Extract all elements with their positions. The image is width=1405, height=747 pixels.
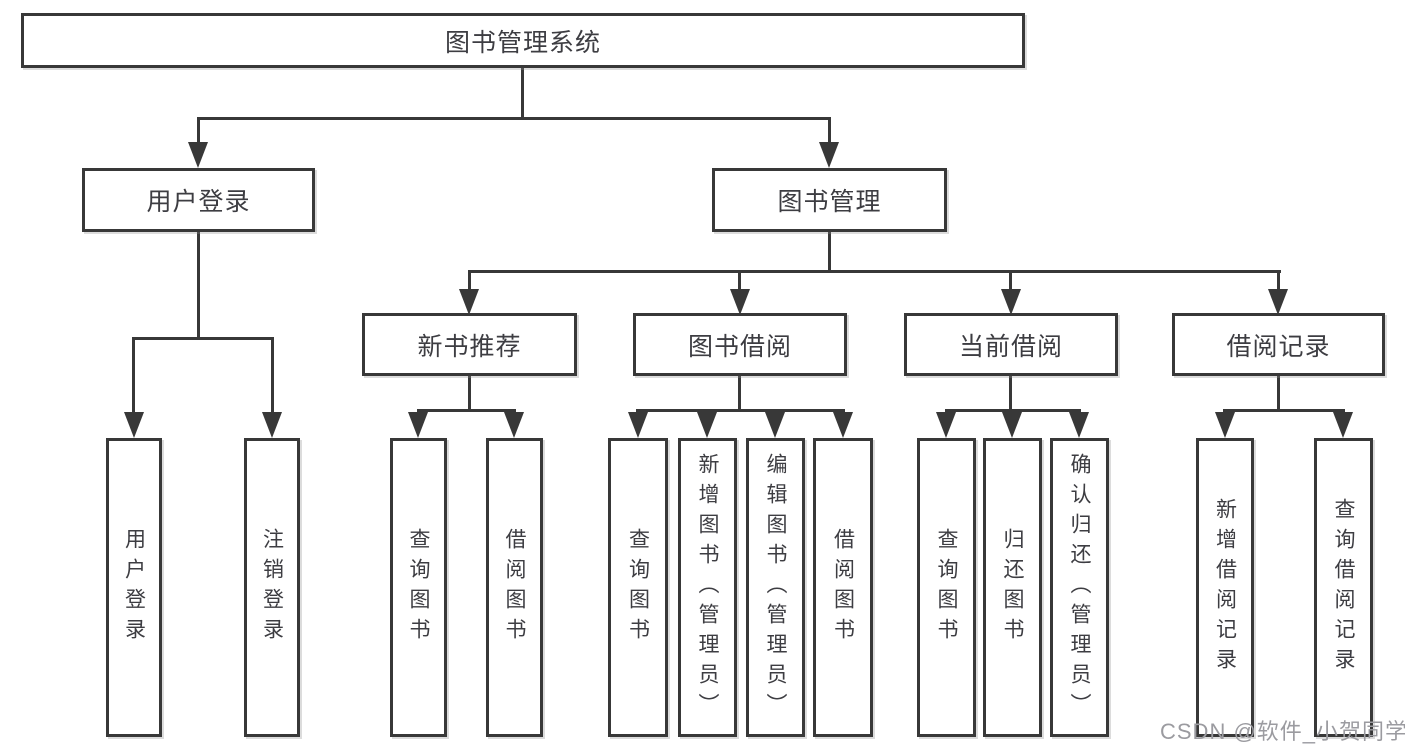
node-new-book-recommend: 新书推荐 [362, 313, 577, 376]
arrow-head [188, 142, 208, 168]
arrow-head [1002, 412, 1022, 438]
connector-line [945, 409, 1081, 412]
connector-line [1277, 376, 1280, 412]
connector-line [1009, 270, 1012, 291]
leaf-newbook-query: 查询图书 [390, 438, 447, 737]
arrow-head [1333, 412, 1353, 438]
arrow-head [819, 142, 839, 168]
leaf-records-add-label: 新增借阅记录 [1213, 497, 1237, 678]
leaf-records-query: 查询借阅记录 [1314, 438, 1373, 737]
connector-line [1223, 409, 1345, 412]
arrow-head [459, 289, 479, 315]
node-borrow-records: 借阅记录 [1172, 313, 1385, 376]
connector-line [132, 337, 274, 340]
node-user-login: 用户登录 [82, 168, 315, 232]
leaf-newbook-borrow: 借阅图书 [486, 438, 543, 737]
connector-line [828, 232, 831, 273]
connector-line [521, 68, 524, 119]
leaf-user-login: 用户登录 [106, 438, 162, 737]
leaf-borrow-query: 查询图书 [608, 438, 668, 737]
node-current-borrow: 当前借阅 [904, 313, 1118, 376]
node-book-borrow: 图书借阅 [633, 313, 847, 376]
node-borrow-records-label: 借阅记录 [1226, 332, 1331, 361]
arrow-head [124, 412, 144, 438]
leaf-records-query-label: 查询借阅记录 [1332, 497, 1355, 678]
arrow-head [1001, 289, 1021, 315]
connector-line [197, 117, 831, 120]
arrow-head [408, 412, 428, 438]
node-book-management: 图书管理 [712, 168, 947, 232]
leaf-user-login-label: 用户登录 [122, 527, 146, 648]
leaf-logout-label: 注销登录 [260, 527, 284, 648]
leaf-current-confirm-admin: 确认归还（管理员） [1050, 438, 1109, 737]
arrow-head [262, 412, 282, 438]
leaf-borrow-borrow: 借阅图书 [813, 438, 873, 737]
leaf-newbook-query-label: 查询图书 [407, 527, 430, 648]
connector-line [828, 117, 831, 146]
node-user-login-label: 用户登录 [146, 188, 251, 216]
connector-line [197, 117, 200, 146]
leaf-borrow-add-admin-label: 新增图书（管理员） [696, 452, 719, 723]
leaf-borrow-borrow-label: 借阅图书 [831, 527, 855, 648]
leaf-borrow-add-admin: 新增图书（管理员） [678, 438, 737, 737]
leaf-current-confirm-admin-label: 确认归还（管理员） [1068, 452, 1091, 723]
arrow-head [730, 289, 750, 315]
arrow-head [1069, 412, 1089, 438]
arrow-head [697, 412, 717, 438]
leaf-current-return: 归还图书 [983, 438, 1042, 737]
arrow-head [504, 412, 524, 438]
node-root-label: 图书管理系统 [444, 28, 601, 57]
leaf-borrow-edit-admin: 编辑图书（管理员） [746, 438, 805, 737]
leaf-current-query: 查询图书 [917, 438, 976, 737]
connector-line [738, 376, 741, 412]
arrow-head [936, 412, 956, 438]
connector-line [468, 270, 471, 291]
arrow-head [833, 412, 853, 438]
arrow-head [1215, 412, 1235, 438]
connector-line [132, 337, 135, 414]
leaf-logout: 注销登录 [244, 438, 300, 737]
node-current-borrow-label: 当前借阅 [958, 332, 1063, 361]
connector-line [636, 409, 845, 412]
connector-line [271, 337, 274, 414]
node-root: 图书管理系统 [21, 13, 1025, 68]
watermark: CSDN @软件_小贺同学 [1160, 719, 1405, 744]
node-new-book-recommend-label: 新书推荐 [417, 332, 522, 361]
node-book-management-label: 图书管理 [777, 188, 882, 216]
connector-line [417, 409, 516, 412]
arrow-head [765, 412, 785, 438]
node-book-borrow-label: 图书借阅 [687, 332, 792, 361]
connector-line [738, 270, 741, 291]
leaf-current-query-label: 查询图书 [935, 527, 958, 648]
connector-line [197, 232, 200, 340]
leaf-newbook-borrow-label: 借阅图书 [503, 527, 526, 648]
leaf-borrow-query-label: 查询图书 [626, 527, 650, 648]
leaf-records-add: 新增借阅记录 [1196, 438, 1254, 737]
connector-line [1009, 376, 1012, 412]
leaf-borrow-edit-admin-label: 编辑图书（管理员） [764, 452, 787, 723]
connector-line [1277, 270, 1280, 291]
arrow-head [1268, 289, 1288, 315]
arrow-head [628, 412, 648, 438]
connector-line [468, 270, 1281, 273]
leaf-current-return-label: 归还图书 [1001, 527, 1024, 648]
connector-line [468, 376, 471, 412]
